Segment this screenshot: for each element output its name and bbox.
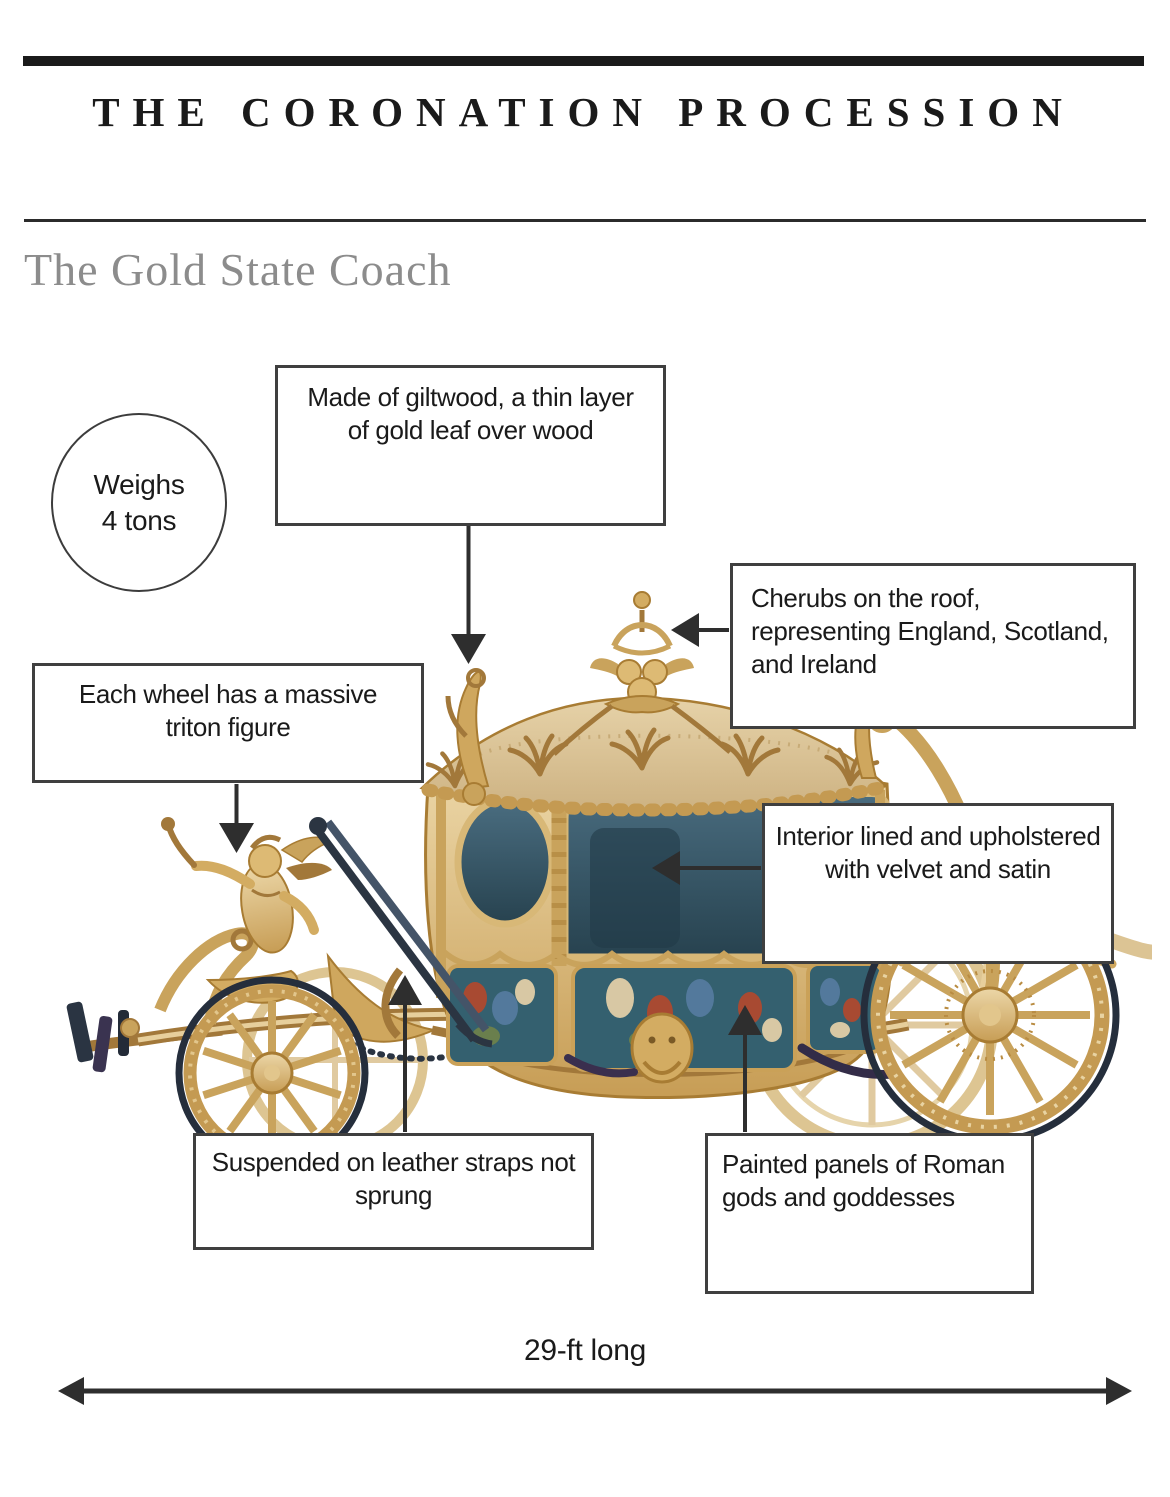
page-title: THE CORONATION PROCESSION <box>92 89 1075 135</box>
callout-cherubs: Cherubs on the roof, representing Englan… <box>730 563 1136 729</box>
front-roof-finial <box>445 668 490 806</box>
callout-panels: Painted panels of Roman gods and goddess… <box>705 1133 1034 1294</box>
weight-badge-line1: Weighs <box>93 468 185 500</box>
top-rule-thick <box>23 56 1144 66</box>
front-wheel <box>175 976 369 1170</box>
weight-badge: Weighs 4 tons <box>51 413 227 592</box>
painted-panels <box>446 962 899 1084</box>
cherub <box>642 659 668 685</box>
dimension-arrow <box>58 1377 1132 1405</box>
callout-straps: Suspended on leather straps not sprung <box>193 1133 594 1250</box>
callout-interior: Interior lined and upholstered with velv… <box>762 803 1114 964</box>
callout-giltwood: Made of giltwood, a thin layer of gold l… <box>275 365 666 526</box>
length-label: 29-ft long <box>523 1334 647 1367</box>
front-window <box>454 796 556 928</box>
weight-badge-line2: 4 tons <box>101 504 177 536</box>
divider-rule <box>24 219 1146 222</box>
cherub-wing <box>590 658 618 676</box>
cherub <box>616 659 642 685</box>
crown-finial <box>552 591 732 756</box>
callout-triton: Each wheel has a massive triton figure <box>32 663 424 783</box>
section-subtitle: The Gold State Coach <box>24 244 452 295</box>
suspension-braces <box>309 817 493 1048</box>
cherub-wing <box>666 658 694 676</box>
triton-head <box>248 844 282 878</box>
